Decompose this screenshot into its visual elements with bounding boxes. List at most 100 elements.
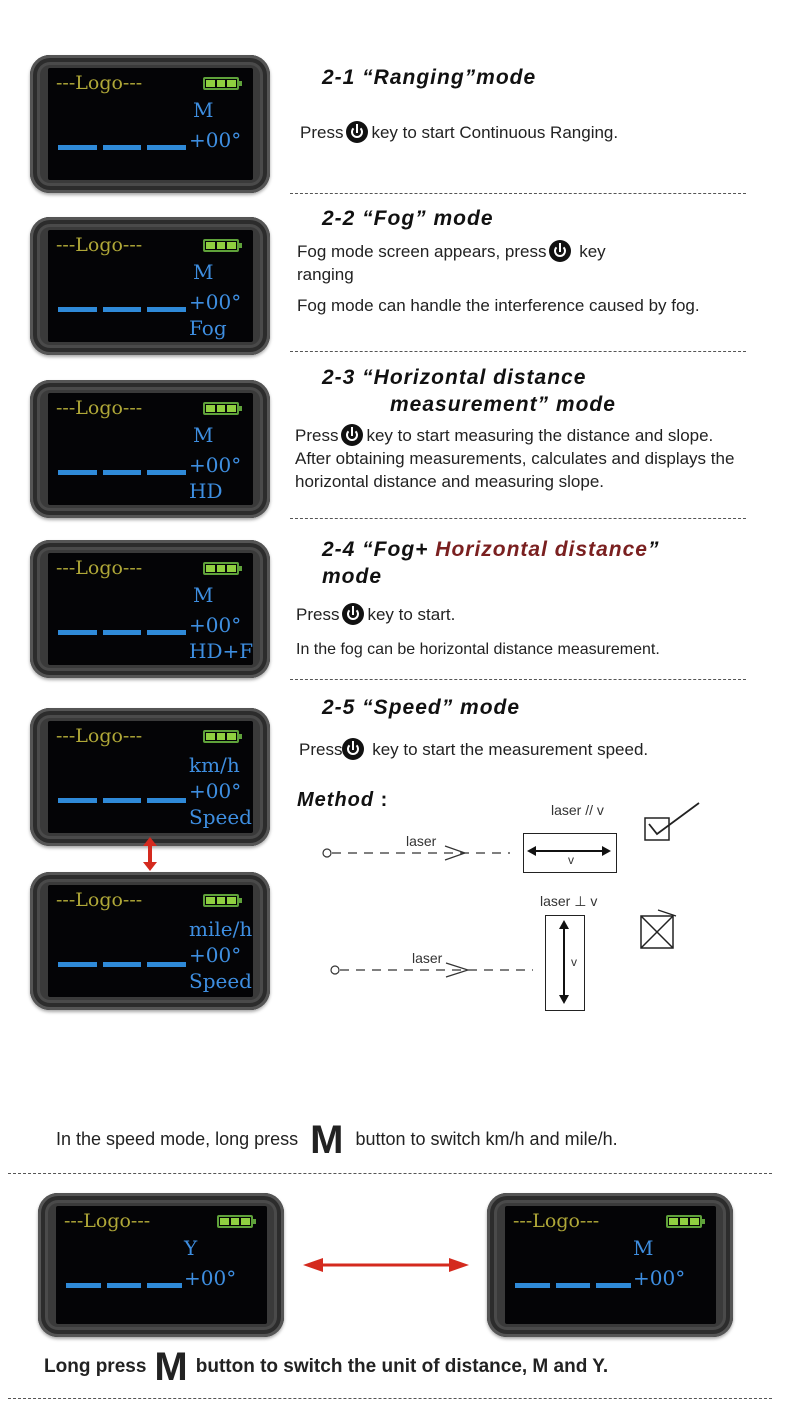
separator	[8, 1398, 772, 1399]
battery-icon	[203, 730, 242, 743]
perpendicular-caption: laser ⊥ v	[540, 893, 598, 909]
lcd-logo: ---Logo---	[56, 72, 143, 94]
lcd-line-2: +00°	[633, 1266, 686, 1290]
section-title-2-3-line2: measurement” mode	[390, 393, 616, 416]
lcd-line-2: +00°	[189, 128, 242, 152]
battery-icon	[666, 1215, 705, 1228]
switch-arrow-icon	[303, 1258, 469, 1272]
power-icon	[341, 424, 364, 446]
section-title-2-4-line2: mode	[322, 565, 383, 588]
velocity-label: v	[568, 853, 574, 867]
lcd-line-3: Speed	[189, 969, 252, 993]
lcd-dashes	[66, 1283, 183, 1288]
lcd-line-1: M	[193, 583, 214, 607]
lcd-device-horizontal: ---Logo--- M +00° HD	[30, 380, 270, 518]
battery-icon	[203, 894, 242, 907]
laser-label: laser	[412, 950, 443, 966]
lcd-dashes	[58, 307, 187, 312]
battery-icon	[203, 562, 242, 575]
lcd-logo: ---Logo---	[513, 1210, 600, 1232]
vertical-double-arrow-icon	[559, 920, 569, 1004]
check-box-icon	[644, 802, 700, 841]
laser-beam-parallel	[322, 845, 510, 861]
lcd-dashes	[58, 630, 187, 635]
lcd-device-speed-kmh: ---Logo--- km/h +00° Speed	[30, 708, 270, 846]
section-title-2-5: 2-5 “Speed” mode	[322, 696, 521, 719]
lcd-device-ranging: ---Logo--- M +00°	[30, 55, 270, 193]
method-label: Method :	[297, 789, 389, 811]
lcd-device-fog: ---Logo--- M +00° Fog	[30, 217, 270, 355]
lcd-dashes	[58, 962, 187, 967]
lcd-screen: ---Logo--- M +00°	[505, 1206, 716, 1324]
cross-box-icon	[640, 909, 677, 949]
lcd-device-unit-m: ---Logo--- M +00°	[487, 1193, 733, 1337]
lcd-line-3: Fog	[189, 316, 227, 340]
lcd-screen: ---Logo--- mile/h +00° Speed	[48, 885, 253, 997]
laser-label: laser	[406, 833, 437, 849]
lcd-line-3: HD	[189, 479, 223, 503]
lcd-line-1: M	[633, 1236, 654, 1260]
separator	[8, 1173, 772, 1174]
lcd-line-2: +00°	[189, 453, 242, 477]
lcd-line-2: +00°	[189, 943, 242, 967]
lcd-screen: ---Logo--- M +00° HD+Fog	[48, 553, 253, 665]
lcd-line-1: km/h	[189, 753, 240, 777]
section-text-2-2-fog: Fog mode can handle the interference cau…	[297, 296, 700, 315]
section-text-2-4-fog: In the fog can be horizontal distance me…	[296, 641, 660, 658]
lcd-dashes	[515, 1283, 632, 1288]
section-title-2-3-line1: 2-3 “Horizontal distance	[322, 366, 587, 389]
lcd-screen: ---Logo--- M +00° HD	[48, 393, 253, 505]
lcd-line-2: +00°	[189, 290, 242, 314]
lcd-line-1: mile/h	[189, 917, 253, 941]
lcd-logo: ---Logo---	[56, 725, 143, 747]
power-icon	[346, 121, 369, 143]
lcd-logo: ---Logo---	[56, 397, 143, 419]
separator	[290, 193, 746, 194]
lcd-line-2: +00°	[189, 613, 242, 637]
battery-icon	[217, 1215, 256, 1228]
lcd-dashes	[58, 145, 187, 150]
section-title-2-4: 2-4 “Fog+ Horizontal distance”	[322, 538, 660, 561]
lcd-line-2: +00°	[184, 1266, 237, 1290]
lcd-dashes	[58, 470, 187, 475]
switch-arrow-icon	[143, 837, 157, 871]
power-icon	[342, 738, 365, 760]
lcd-line-3: HD+Fog	[189, 639, 253, 663]
lcd-device-unit-y: ---Logo--- Y +00°	[38, 1193, 284, 1337]
lcd-dashes	[58, 798, 187, 803]
lcd-device-speed-mileh: ---Logo--- mile/h +00° Speed	[30, 872, 270, 1010]
parallel-caption: laser // v	[551, 802, 604, 818]
battery-icon	[203, 239, 242, 252]
separator	[290, 351, 746, 352]
separator	[290, 518, 746, 519]
section-text-2-5: Press key to start the measurement speed…	[299, 738, 649, 760]
m-key-icon: M	[310, 1118, 344, 1162]
battery-icon	[203, 402, 242, 415]
lcd-line-1: M	[193, 260, 214, 284]
horizontal-double-arrow-icon	[527, 846, 611, 856]
section-title-2-1: 2-1 “Ranging”mode	[322, 66, 537, 89]
m-key-icon: M	[154, 1345, 188, 1389]
section-text-2-2: Fog mode screen appears, press key rangi…	[297, 240, 606, 284]
lcd-screen: ---Logo--- M +00° Fog	[48, 230, 253, 342]
lcd-line-3: Speed	[189, 805, 252, 829]
lcd-line-2: +00°	[189, 779, 242, 803]
section-title-2-2: 2-2 “Fog” mode	[322, 207, 494, 230]
lcd-screen: ---Logo--- km/h +00° Speed	[48, 721, 253, 833]
lcd-logo: ---Logo---	[56, 889, 143, 911]
target-box-perpendicular	[545, 915, 585, 1011]
battery-icon	[203, 77, 242, 90]
lcd-logo: ---Logo---	[56, 234, 143, 256]
velocity-label: v	[571, 955, 577, 969]
lcd-line-1: M	[193, 98, 214, 122]
lcd-logo: ---Logo---	[56, 557, 143, 579]
lcd-line-1: Y	[184, 1236, 198, 1260]
lcd-screen: ---Logo--- Y +00°	[56, 1206, 267, 1324]
power-icon	[549, 240, 572, 262]
lcd-line-1: M	[193, 423, 214, 447]
laser-beam-perpendicular	[330, 962, 533, 978]
